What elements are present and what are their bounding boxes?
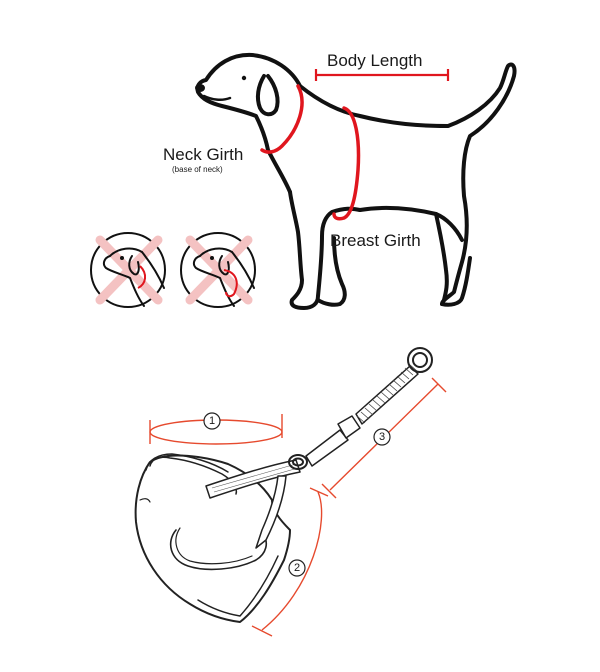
cross-mark-icon <box>185 235 253 305</box>
marker-2-badge: 2 <box>288 559 306 577</box>
coil-stripe <box>360 411 370 420</box>
marker-1-badge: 1 <box>203 412 221 430</box>
coil-stripe <box>404 367 414 376</box>
body-length-label: Body Length <box>327 51 422 70</box>
wrong-example-1 <box>90 232 166 308</box>
coil-stripe <box>400 371 410 380</box>
breast-girth-marker <box>332 106 361 221</box>
wrong-neck-marker <box>223 269 238 298</box>
marker-3-badge: 3 <box>373 428 391 446</box>
breast-girth-label: Breast Girth <box>330 231 421 250</box>
marker-1-label: 1 <box>209 415 215 427</box>
leash-coil <box>356 363 418 424</box>
body-length-marker <box>314 69 450 81</box>
dog-outline <box>195 52 517 310</box>
wrong-example-2 <box>180 232 256 308</box>
coil-stripe <box>396 375 406 384</box>
coil-stripe <box>408 363 418 372</box>
strap-stripes <box>211 463 299 493</box>
coil-stripe <box>380 391 390 400</box>
coil-stripe <box>368 403 378 412</box>
neck-girth-marker <box>260 84 304 154</box>
marker-3-label: 3 <box>379 431 385 443</box>
coil-stripe <box>372 399 382 408</box>
harness-leash <box>305 365 419 467</box>
coil-stripe <box>364 407 374 416</box>
marker-2-label: 2 <box>294 562 300 574</box>
dog-head-icon <box>192 247 255 307</box>
cross-mark-icon <box>95 235 163 305</box>
measure-2-marker <box>251 487 329 637</box>
neck-girth-label: Neck Girth <box>163 145 243 164</box>
d-ring <box>288 454 308 470</box>
leash-ring <box>407 347 433 373</box>
coil-stripe <box>356 415 366 424</box>
dog-head-icon <box>102 247 165 307</box>
coil-stripe <box>384 387 394 396</box>
coil-stripe <box>392 379 402 388</box>
neck-girth-note: (base of neck) <box>172 165 223 174</box>
coil-stripe <box>376 395 386 404</box>
wrong-neck-marker <box>137 265 146 289</box>
coil-stripe <box>388 383 398 392</box>
